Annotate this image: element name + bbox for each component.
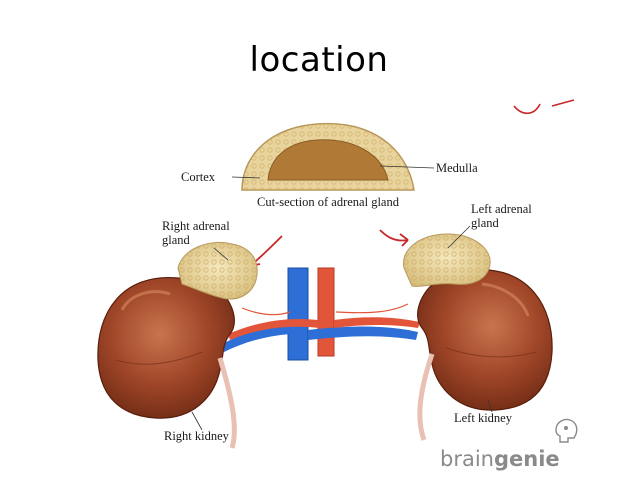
label-left-adrenal-line1: Left adrenal — [471, 202, 532, 216]
left-ureter — [420, 354, 432, 440]
adrenal-cut-section — [232, 124, 434, 190]
brand-logo-text: braingenie — [440, 447, 560, 471]
left-renal-vein — [308, 327, 418, 341]
label-medulla: Medulla — [436, 161, 478, 175]
brand-logo-light: brain — [440, 447, 494, 471]
left-kidney-shape — [418, 270, 552, 410]
label-cortex: Cortex — [181, 170, 216, 184]
head-profile-icon — [556, 419, 577, 442]
right-kidney — [98, 278, 234, 448]
annotation-arrow-left-adrenal — [380, 230, 408, 246]
inferior-vena-cava — [288, 268, 308, 360]
right-kidney-shape — [98, 278, 234, 419]
label-right-adrenal-line2: gland — [162, 233, 191, 247]
adrenal-location-diagram: Cortex Medulla Cut-section of adrenal gl… — [82, 98, 582, 478]
brand-logo: braingenie — [440, 419, 577, 471]
annotation-mark-top-right — [514, 100, 574, 113]
right-kidney-pointer-line — [192, 412, 202, 430]
aorta — [318, 268, 334, 356]
left-adrenal-gland — [404, 226, 491, 286]
slide-title: location — [0, 40, 638, 80]
label-left-adrenal-line2: gland — [471, 216, 500, 230]
left-renal-artery — [334, 317, 420, 328]
label-cut-section: Cut-section of adrenal gland — [257, 195, 400, 209]
label-left-kidney: Left kidney — [454, 411, 513, 425]
brand-logo-strong: genie — [494, 447, 560, 471]
label-right-adrenal-line1: Right adrenal — [162, 219, 230, 233]
label-right-kidney: Right kidney — [164, 429, 230, 443]
